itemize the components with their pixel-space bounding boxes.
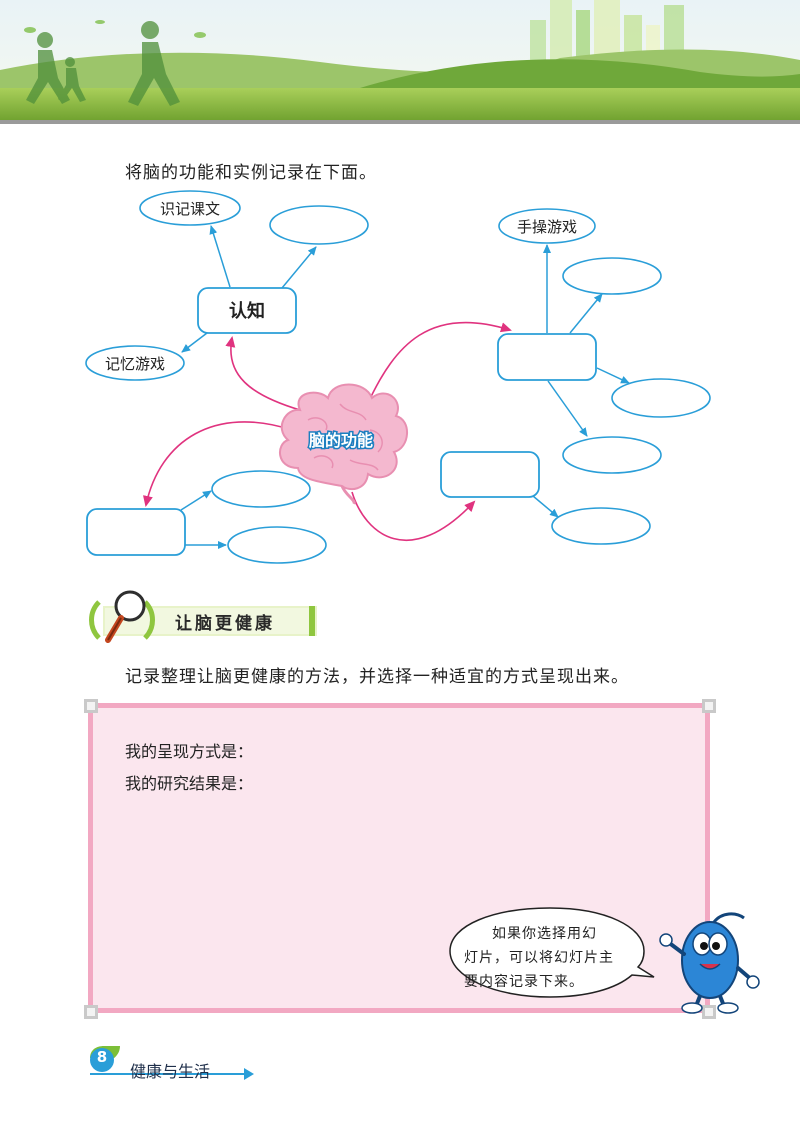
cognition-label: 认知 [229,300,265,322]
arrow-brain-to-hand-branch [367,321,512,404]
hand-game-label: 手操游戏 [517,218,577,236]
speech-line: 要内容记录下来。 [464,974,584,990]
board-corner [84,1005,98,1019]
header-banner [0,0,800,122]
blank-example-bubble[interactable] [611,378,711,418]
arrow-cognition-to-memorize [209,225,231,288]
blank-example-bubble[interactable] [227,526,327,564]
instruction-bottom: 记录整理让脑更健康的方法，并选择一种适宜的方式呈现出来。 [125,667,629,687]
board-corner [702,1005,716,1019]
brain-icon [279,383,408,505]
blank-example-bubble[interactable] [562,436,662,474]
arrow-brain-to-cognition [225,336,301,411]
memorize-text-label: 识记课文 [160,200,220,218]
board-corner [702,699,716,713]
speech-bubble [449,907,655,998]
blank-function-box[interactable] [440,451,540,498]
instruction-top: 将脑的功能和实例记录在下面。 [125,163,377,183]
arrow-branch-to-blank-2 [596,367,630,384]
magnifier-icon [105,590,146,643]
blank-example-bubble[interactable] [211,470,311,508]
arrow-brain-to-left-branch [143,421,293,507]
speech-line: 灯片，可以将幻灯片主 [464,950,614,966]
arrow-cognition-to-memory-game [181,332,208,353]
book-title: 健康与生活 [130,1062,211,1081]
mascot-character [659,912,760,1014]
brain-center-label: 脑的功能 [309,431,373,450]
research-result-label: 我的研究结果是： [125,774,254,793]
section-title: 让脑更健康 [175,614,275,634]
banner-divider [0,120,800,124]
board-corner [84,699,98,713]
presentation-method-label: 我的呈现方式是： [125,742,254,761]
arrow-branch-to-blank-3 [547,380,588,437]
blank-example-bubble[interactable] [551,507,651,545]
blank-function-box[interactable] [86,508,186,556]
arrow-brain-to-lower-branch [351,491,476,541]
memory-game-label: 记忆游戏 [105,355,165,373]
footer-decoration [90,1046,254,1080]
blank-example-bubble[interactable] [562,257,662,295]
blank-example-bubble[interactable] [269,205,369,245]
speech-bubble-text: 如果你选择用幻 灯片，可以将幻灯片主 要内容记录下来。 [464,922,644,994]
blank-function-box[interactable] [497,333,597,381]
cognition-box [197,287,297,334]
page-number: 8 [96,1048,108,1066]
arrow-branch-to-blank-1 [569,293,603,334]
hand-game-bubble [498,208,596,244]
memorize-text-bubble [139,190,241,226]
arrow-cognition-to-blank [281,246,317,289]
landscape-illustration [0,0,800,122]
speech-line: 如果你选择用幻 [492,926,597,942]
arrow-lower-to-blank [532,495,559,518]
arrow-left-to-blank-1 [180,490,212,511]
brain-function-mind-map: 认知 识记课文 记忆游戏 手操游戏 脑的功能 [85,190,711,564]
memory-game-bubble [85,345,185,381]
